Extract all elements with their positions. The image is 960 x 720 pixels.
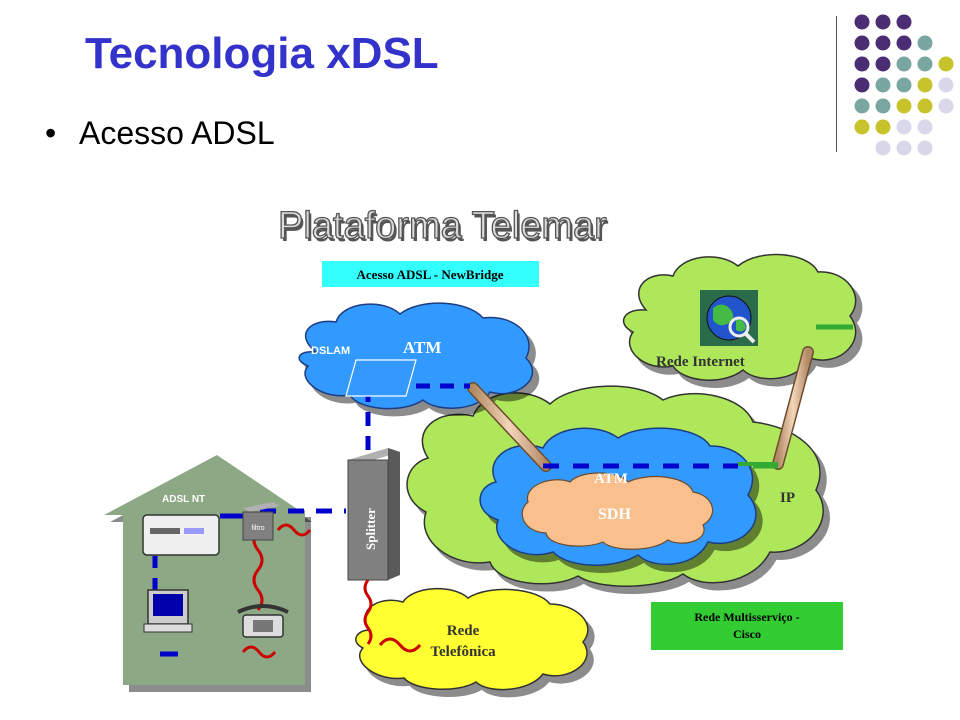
decorative-dot [896,35,912,51]
fiber-link-dslam-core [468,383,551,471]
decorative-dot [938,56,954,72]
decorative-dot [917,35,933,51]
decorative-dot [896,56,912,72]
decorative-dot [875,35,891,51]
diagram-title: Plataforma Telemar Plataforma Telemar [277,204,609,250]
decorative-dot [917,140,933,156]
ip-label: IP [780,490,795,506]
atm-top-label: ATM [403,338,441,357]
globe-icon [700,290,758,346]
title-divider [836,16,837,152]
decorative-dot [854,77,870,93]
diagram-title-text: Plataforma Telemar [278,205,607,247]
decorative-dot [917,119,933,135]
decorative-dot [917,77,933,93]
decorative-dot [854,98,870,114]
bullet-text: Acesso ADSL [79,115,275,151]
slide-title: Tecnologia xDSL [85,29,439,78]
phone-network-label-line2: Telefônica [430,644,496,660]
internet-label: Rede Internet [656,354,745,370]
sdh-cloud [521,472,714,550]
decorative-dot [896,77,912,93]
decorative-dot [875,14,891,30]
decorative-dot [896,98,912,114]
adsl-modem [142,514,220,556]
phone-network-cloud [355,587,589,691]
decorative-dot [875,98,891,114]
splitter-box [347,448,400,581]
multiservice-label-box [651,602,843,650]
data-line [152,383,738,657]
splitter-label: Splitter [363,508,378,550]
dslam-device [345,359,417,397]
access-label: Acesso ADSL - NewBridge [357,267,504,282]
adsl-nt-label: ADSL NT [162,494,205,505]
decorative-dot [875,77,891,93]
decorative-dot [896,119,912,135]
telephone-icon [237,604,289,638]
decorative-dot [917,56,933,72]
decorative-dot [854,56,870,72]
decorative-dot [875,56,891,72]
multiservice-label-line1: Rede Multisserviço - [694,610,799,624]
filter-box [242,502,280,541]
diagram-title-shadow: Plataforma Telemar [280,208,609,250]
decorative-dot [938,98,954,114]
voice-line [241,523,422,659]
decorative-dot [896,14,912,30]
decorative-dot-grid [854,14,954,156]
decorative-dot [875,140,891,156]
computer-icon [143,589,193,633]
decorative-dot [854,35,870,51]
access-label-box [322,261,539,287]
filter-label: filtro [251,525,264,532]
phone-network-label-line1: Rede [447,623,480,639]
network-diagram: Plataforma Telemar Plataforma Telemar Ac… [104,204,857,691]
multiservice-label-line2: Cisco [733,627,761,641]
decorative-dot [854,14,870,30]
bullet-item: • Acesso ADSL [45,114,275,152]
decorative-dot [938,77,954,93]
bullet-dot: • [45,115,57,151]
decorative-dot [854,119,870,135]
sdh-label: SDH [598,506,631,523]
dslam-label: DSLAM [311,345,350,357]
fiber-link-internet-core [773,347,813,469]
atm-core-label: ATM [594,471,628,487]
decorative-dot [896,140,912,156]
decorative-dot [917,98,933,114]
decorative-dot [875,119,891,135]
customer-house [104,455,306,685]
